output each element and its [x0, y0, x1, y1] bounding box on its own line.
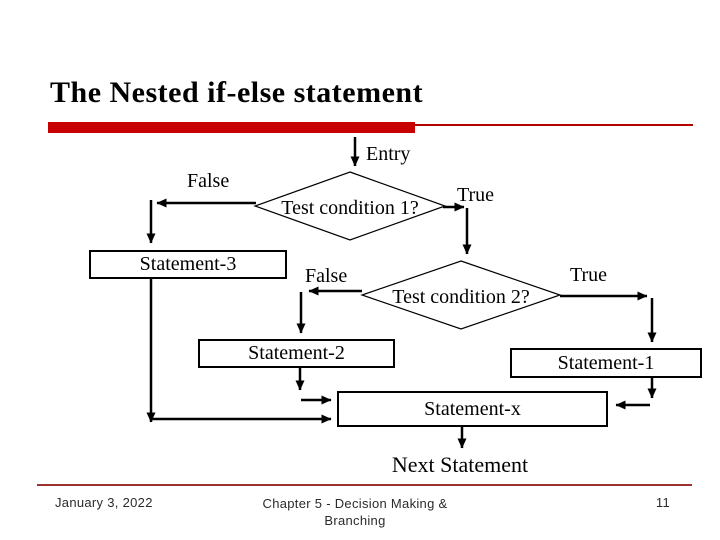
page-title: The Nested if-else statement — [50, 76, 424, 109]
decision1-text: Test condition 1? — [281, 197, 419, 219]
entry-label: Entry — [366, 143, 411, 165]
decision2-true-label: True — [570, 264, 608, 286]
decision1-diamond — [253, 171, 447, 241]
footer-date: January 3, 2022 — [55, 495, 153, 510]
decision2-false-label: False — [305, 265, 348, 287]
statementx-box: Statement-x — [337, 391, 608, 427]
statement3-box: Statement-3 — [89, 250, 287, 279]
statement2-label: Statement-2 — [248, 342, 345, 364]
next-statement-label: Next Statement — [391, 452, 529, 477]
footer-chapter: Chapter 5 - Decision Making & Branching — [230, 495, 480, 529]
decision1-true-label: True — [457, 184, 495, 206]
statementx-label: Statement-x — [424, 397, 521, 420]
statement1-label: Statement-1 — [557, 351, 655, 374]
title-underline-bar — [48, 122, 415, 133]
decision1-false-label: False — [187, 170, 230, 192]
statement2-box: Statement-2 — [198, 339, 395, 368]
footer-chapter-line2: Branching — [324, 513, 386, 528]
footer-divider-line — [37, 484, 692, 486]
title-underline-line — [415, 124, 693, 126]
footer-chapter-line1: Chapter 5 - Decision Making & — [262, 496, 448, 511]
statement3-label: Statement-3 — [139, 253, 237, 275]
decision2-text: Test condition 2? — [392, 286, 530, 308]
footer-page-number: 11 — [655, 495, 670, 510]
decision2-diamond — [360, 260, 562, 330]
statement1-box: Statement-1 — [510, 348, 702, 378]
